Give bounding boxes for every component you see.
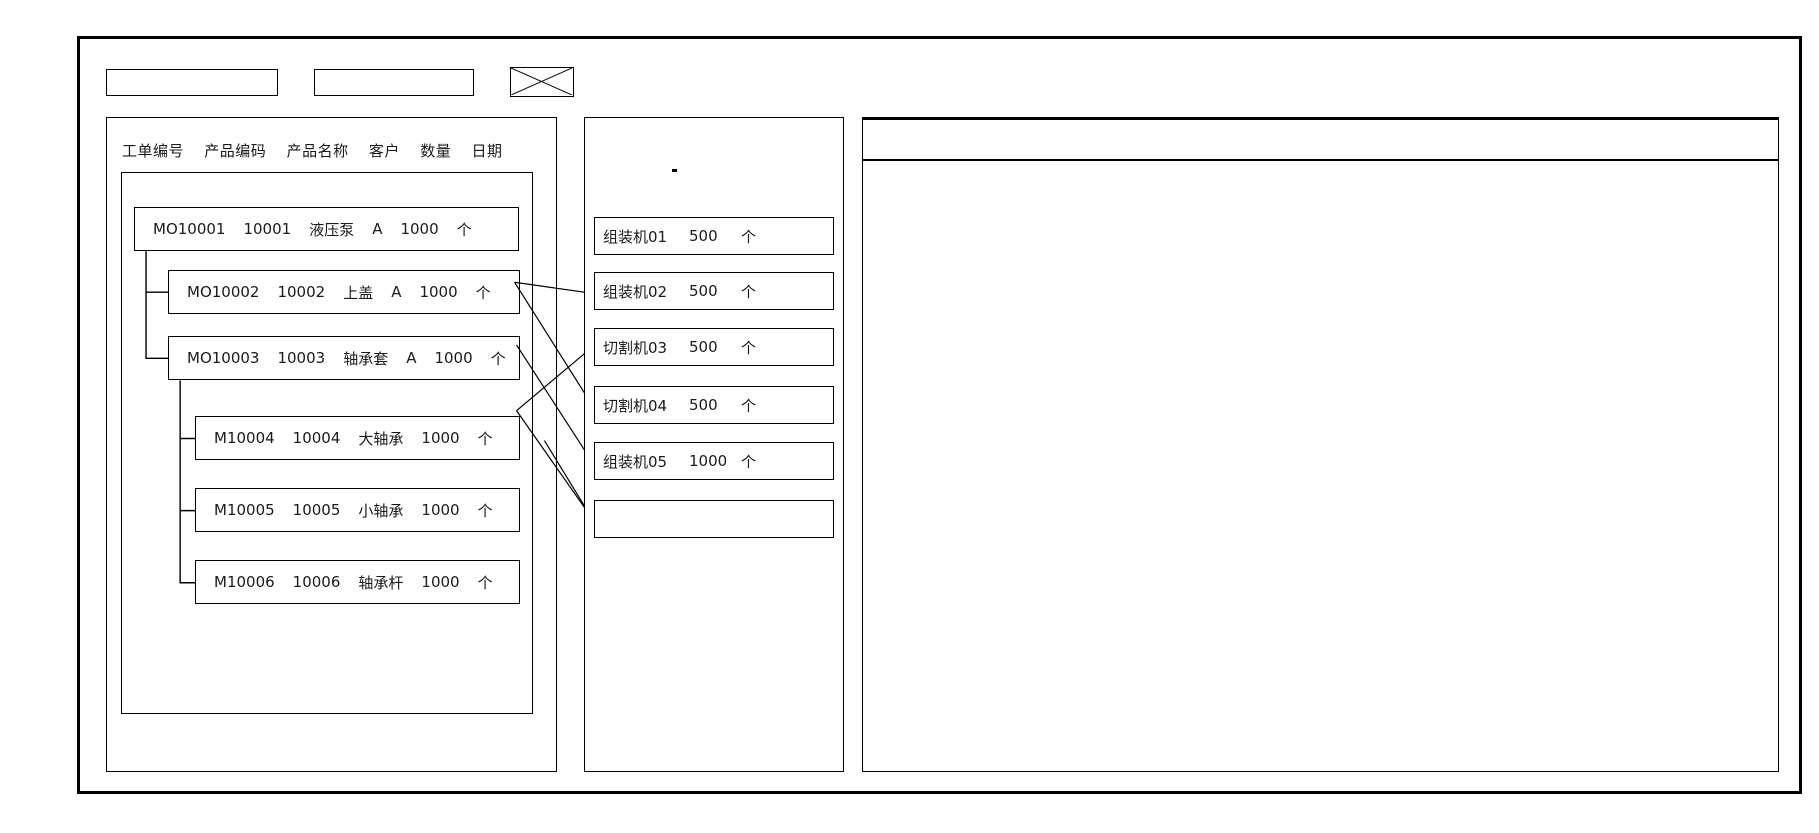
machine-row[interactable]: 组装机02 500 个 [594, 272, 834, 310]
cell-product-name: 大轴承 [358, 429, 404, 448]
cell-order-no: MO10001 [153, 220, 226, 238]
cell-customer: A [391, 283, 402, 301]
cell-product-code: 10002 [277, 283, 326, 301]
machine-name: 切割机03 [603, 338, 668, 357]
machine-allocation-panel: 组装机01 500 个 组装机02 500 个 切割机03 500 个 切割机0… [584, 117, 844, 772]
machine-name: 组装机05 [603, 452, 668, 471]
cell-order-no: M10006 [214, 573, 275, 591]
cell-product-code: 10001 [243, 220, 292, 238]
cell-product-code: 10004 [292, 429, 341, 447]
column-header-quantity: 数量 [420, 142, 452, 160]
cell-product-code: 10003 [277, 349, 326, 367]
machine-unit: 个 [741, 396, 757, 415]
cell-quantity: 1000 [421, 501, 460, 519]
machine-quantity: 500 [689, 282, 718, 300]
work-order-tree-panel: 工单编号 产品编码 产品名称 客户 数量 日期 [106, 117, 557, 772]
column-header-product-name: 产品名称 [286, 142, 349, 160]
detail-panel [862, 117, 1779, 772]
tree-body: MO10001 10001 液压泵 A 1000 个 MO10002 10002… [121, 172, 533, 714]
tree-row[interactable]: M10005 10005 小轴承 1000 个 [195, 488, 520, 532]
cell-unit: 个 [456, 220, 472, 239]
cell-order-no: MO10002 [187, 283, 260, 301]
application-window: 工单编号 产品编码 产品名称 客户 数量 日期 [77, 36, 1802, 794]
cell-unit: 个 [475, 283, 491, 302]
machine-name: 组装机01 [603, 227, 668, 246]
cell-quantity: 1000 [421, 429, 460, 447]
tree-row[interactable]: MO10002 10002 上盖 A 1000 个 [168, 270, 520, 314]
detail-panel-body[interactable] [863, 160, 1778, 771]
column-header-product-code: 产品编码 [204, 142, 267, 160]
detail-panel-top-rule [863, 118, 1778, 120]
column-header-customer: 客户 [368, 142, 400, 160]
machine-row[interactable]: 切割机03 500 个 [594, 328, 834, 366]
cell-product-name: 轴承套 [343, 349, 389, 368]
cell-unit: 个 [477, 573, 493, 592]
panel-marker-dot [672, 169, 677, 172]
main-panels: 工单编号 产品编码 产品名称 客户 数量 日期 [106, 117, 1779, 772]
cell-unit: 个 [477, 429, 493, 448]
toolbar-input-two[interactable] [314, 68, 474, 96]
machine-unit: 个 [741, 452, 757, 471]
tree-column-headers: 工单编号 产品编码 产品名称 客户 数量 日期 [122, 140, 503, 161]
machine-quantity: 500 [689, 227, 718, 245]
cell-product-code: 10005 [292, 501, 341, 519]
crossed-box-placeholder-icon[interactable] [510, 67, 574, 97]
cell-unit: 个 [477, 501, 493, 520]
machine-row[interactable]: 组装机05 1000 个 [594, 442, 834, 480]
cell-quantity: 1000 [400, 220, 439, 238]
machine-row-empty[interactable] [594, 500, 834, 538]
cell-order-no: MO10003 [187, 349, 260, 367]
machine-quantity: 500 [689, 338, 718, 356]
toolbar [106, 67, 574, 97]
detail-panel-header-rule [863, 159, 1778, 161]
cell-product-name: 轴承杆 [358, 573, 404, 592]
tree-row[interactable]: MO10001 10001 液压泵 A 1000 个 [134, 207, 519, 251]
cell-product-code: 10006 [292, 573, 341, 591]
machine-quantity: 500 [689, 396, 718, 414]
machine-name: 组装机02 [603, 282, 668, 301]
cell-customer: A [372, 220, 383, 238]
cell-product-name: 小轴承 [358, 501, 404, 520]
column-header-date: 日期 [471, 142, 503, 160]
column-header-order-no: 工单编号 [122, 142, 185, 160]
tree-row[interactable]: M10004 10004 大轴承 1000 个 [195, 416, 520, 460]
cell-unit: 个 [490, 349, 506, 368]
machine-row[interactable]: 切割机04 500 个 [594, 386, 834, 424]
machine-unit: 个 [741, 282, 757, 301]
machine-unit: 个 [741, 227, 757, 246]
tree-row[interactable]: MO10003 10003 轴承套 A 1000 个 [168, 336, 520, 380]
machine-quantity: 1000 [689, 452, 728, 470]
cell-customer: A [406, 349, 417, 367]
machine-row[interactable]: 组装机01 500 个 [594, 217, 834, 255]
machine-unit: 个 [741, 338, 757, 357]
cell-order-no: M10005 [214, 501, 275, 519]
tree-row[interactable]: M10006 10006 轴承杆 1000 个 [195, 560, 520, 604]
cell-product-name: 液压泵 [309, 220, 355, 239]
cell-quantity: 1000 [421, 573, 460, 591]
cell-quantity: 1000 [419, 283, 458, 301]
cell-quantity: 1000 [434, 349, 473, 367]
machine-name: 切割机04 [603, 396, 668, 415]
cell-order-no: M10004 [214, 429, 275, 447]
toolbar-input-one[interactable] [106, 68, 278, 96]
cell-product-name: 上盖 [343, 283, 374, 302]
